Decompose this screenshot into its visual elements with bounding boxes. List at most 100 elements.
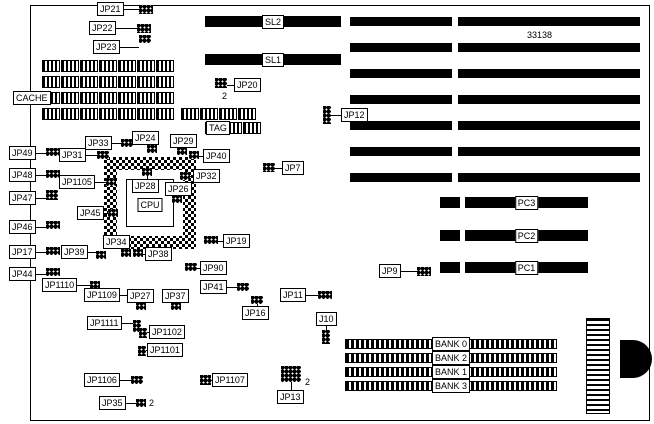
leader-line	[77, 285, 90, 286]
jumper-pins-jp37	[171, 302, 181, 310]
leader-line	[36, 227, 46, 228]
jumper-label-jp48: JP48	[9, 168, 36, 182]
jumper-label-jp37: JP37	[162, 289, 189, 303]
jumper-label-jp7: JP7	[282, 161, 304, 175]
keyboard-connector-icon	[620, 340, 652, 378]
jumper-label-jp40: JP40	[203, 149, 230, 163]
jumper-label-jp1102: JP1102	[149, 325, 185, 339]
sram-chip	[137, 108, 155, 120]
jumper-pins-jp21	[139, 5, 153, 14]
isa-slot-segment	[458, 95, 640, 104]
jumper-pins-jp31	[97, 151, 109, 159]
jumper-label-jp24: JP24	[132, 131, 159, 145]
cpu-label: CPU	[137, 197, 163, 212]
isa-slot-segment	[350, 147, 452, 156]
jumper-pins-j10	[322, 330, 330, 344]
leader-line	[331, 115, 341, 116]
jumper-pins-jp19	[204, 236, 218, 244]
isa-slot-segment	[458, 69, 640, 78]
jumper-label-jp1106: JP1106	[84, 373, 120, 387]
leader-line	[401, 271, 417, 272]
leader-line	[120, 380, 131, 381]
cache-label: CACHE	[13, 91, 51, 105]
pci-slot-segment	[440, 197, 460, 208]
jumper-label-jp39: JP39	[61, 245, 88, 259]
sram-chip	[99, 60, 117, 72]
jumper-label-jp28: JP28	[132, 179, 159, 193]
jumper-pins-jp1105	[106, 178, 116, 186]
leader-line	[275, 168, 282, 169]
leader-line	[146, 350, 147, 351]
jumper-pins-jp1106	[131, 376, 143, 384]
leader-line	[36, 252, 46, 253]
jumper-pins-jp23	[139, 35, 151, 43]
sram-chip	[118, 76, 136, 88]
jumper-label-jp35: JP35	[99, 396, 126, 410]
sram-chip	[42, 76, 60, 88]
sram-chip	[219, 108, 237, 120]
jumper-pins-jp9	[417, 267, 431, 276]
jumper-label-jp23: JP23	[93, 40, 120, 54]
jumper-label-jp1111: JP1111	[87, 316, 122, 330]
jumper-pins-jp1107	[200, 375, 211, 385]
jumper-pins-jp33	[121, 139, 133, 147]
jumper-pins-jp1101	[138, 346, 146, 356]
jumper-label-jp1107: JP1107	[212, 373, 248, 387]
jumper-label-jp45: JP45	[77, 206, 104, 220]
leader-line	[124, 9, 139, 10]
memory-bank-label: BANK 2	[431, 351, 471, 365]
leader-line	[257, 304, 258, 306]
jumper-pins-jp34	[121, 249, 131, 257]
jumper-pins-jp12	[323, 106, 331, 124]
leader-line	[36, 198, 46, 199]
jumper-pins-jp46	[46, 221, 60, 229]
leader-line	[120, 47, 139, 48]
sram-chip	[80, 60, 98, 72]
jumper-label-jp1105: JP1105	[59, 175, 95, 189]
sram-chip	[137, 60, 155, 72]
jumper-pins-jp35	[136, 399, 146, 407]
part-number: 33138	[527, 30, 553, 40]
jumper-pins-jp45	[108, 209, 118, 217]
jumper-pins-jp48	[46, 170, 60, 178]
leader-line	[86, 155, 97, 156]
jumper-pins-jp27	[136, 302, 146, 310]
jumper-label-jp17: JP17	[9, 245, 36, 259]
jumper-pins-jp22	[137, 24, 151, 33]
sram-chip	[118, 108, 136, 120]
power-connector	[586, 318, 610, 414]
sram-chip	[156, 60, 174, 72]
leader-line	[120, 295, 130, 296]
jumper-label-jp9: JP9	[379, 264, 401, 278]
jumper-label-jp44: JP44	[9, 267, 36, 281]
memory-bank-label: BANK 0	[431, 337, 471, 351]
sram-chip	[42, 60, 60, 72]
leader-line	[104, 213, 108, 214]
leader-line	[122, 323, 133, 324]
jumper-pins-jp24	[147, 145, 157, 153]
isa-slot-segment	[350, 69, 452, 78]
jumper-label-jp16: JP16	[242, 306, 269, 320]
memory-bank-label: BANK 3	[431, 379, 471, 393]
jumper-pins-jp1111	[133, 320, 141, 332]
sram-chip	[137, 92, 155, 104]
leader-line	[116, 28, 137, 29]
jumper-label-jp12: JP12	[341, 108, 368, 122]
jumper-label-j10: J10	[316, 312, 337, 326]
board-outline	[30, 5, 650, 421]
slot-label-pc3: PC3	[514, 195, 539, 210]
leader-line	[199, 156, 203, 157]
tag-label: TAG	[206, 121, 230, 135]
jumper-pins-jp40	[189, 151, 199, 159]
sram-chip	[181, 108, 199, 120]
leader-line	[88, 252, 96, 253]
jumper-label-jp47: JP47	[9, 191, 36, 205]
jumper-pins-jp90	[185, 263, 197, 271]
jumper-pins-jp13	[281, 366, 301, 382]
jumper-label-jp32: JP32	[193, 169, 220, 183]
isa-slot-segment	[458, 147, 640, 156]
sram-chip	[80, 92, 98, 104]
leader-line	[143, 254, 145, 255]
jumper-label-jp27: JP27	[127, 289, 154, 303]
jumper-label-jp41: JP41	[200, 280, 227, 294]
